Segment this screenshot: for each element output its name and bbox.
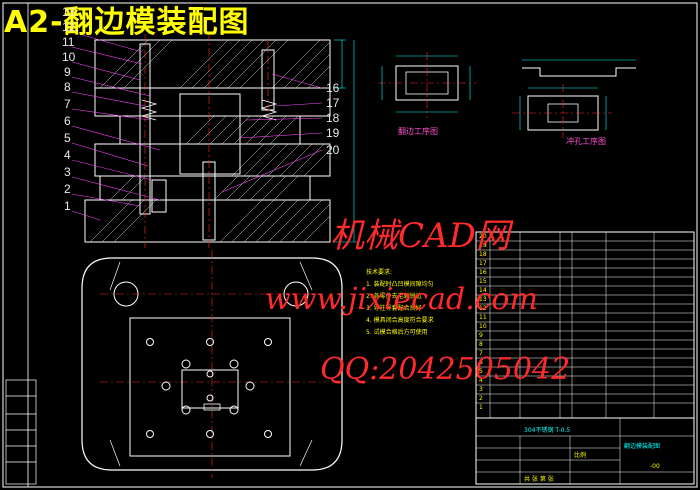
die-plate — [94, 143, 331, 177]
bom-row: 9 — [479, 332, 483, 339]
bom-table — [475, 231, 695, 419]
dowel-pin — [151, 179, 167, 213]
bom-row: 19 — [479, 242, 487, 249]
part-number: 13 — [62, 5, 76, 19]
part-number: 17 — [326, 96, 340, 110]
centerlines — [144, 32, 269, 250]
watermark-qq: QQ:2042505042 — [320, 352, 571, 387]
part-number: 18 — [326, 111, 340, 125]
plan-view — [81, 250, 343, 478]
bom-row: 13 — [479, 296, 487, 303]
part-number: 11 — [62, 35, 75, 49]
upper-die-plate — [94, 39, 331, 89]
plan-centerlines — [100, 250, 326, 478]
spring-left — [140, 99, 158, 121]
bom-row: 15 — [479, 278, 487, 285]
part-number: 3 — [64, 165, 71, 179]
bom-row: 6 — [479, 359, 483, 366]
spring-right — [260, 99, 278, 121]
part-number: 9 — [64, 65, 71, 79]
notes-line: 1. 装配时凸凹模间隙均匀 — [366, 281, 434, 288]
technical-notes: 技术要求: 1. 装配时凸凹模间隙均匀 2. 各零件去毛刺锐边 3. 导柱导套配… — [366, 267, 476, 339]
process-sketches — [378, 52, 636, 138]
notes-heading: 技术要求: — [366, 269, 393, 276]
part-number: 8 — [64, 80, 71, 94]
height-dimensions — [334, 39, 358, 243]
bom-row: 14 — [479, 287, 487, 294]
bom-row: 7 — [479, 350, 483, 357]
die-plate-outline — [129, 317, 291, 457]
drawing-code: -00 — [650, 463, 660, 470]
bom-row: 3 — [479, 386, 483, 393]
part-number: 10 — [62, 50, 76, 64]
left-view-caption: 翻边工序图 — [398, 127, 438, 136]
flanging-punch — [179, 93, 241, 175]
notes-line: 2. 各零件去毛刺锐边 — [366, 293, 422, 300]
side-revision-block — [5, 379, 37, 485]
notes-line: 3. 导柱导套配合良好 — [366, 305, 422, 312]
bom-row: 1 — [479, 404, 483, 411]
part-number: 2 — [64, 182, 71, 196]
bom-row: 11 — [479, 314, 487, 321]
drawing-name: 翻边模装配图 — [624, 443, 661, 450]
bom-row: 12 — [479, 305, 487, 312]
material-spec: 304不锈钢 T-0.5 — [524, 427, 571, 434]
part-number: 6 — [64, 114, 71, 128]
section-view — [71, 31, 358, 250]
bom-row: 2 — [479, 395, 483, 402]
part-number: 19 — [326, 126, 340, 140]
bom-row: 4 — [479, 377, 483, 384]
bom-row: 16 — [479, 269, 487, 276]
title-block — [475, 417, 695, 485]
sheet-label: 共 张 第 张 — [524, 476, 554, 483]
screw-holes — [146, 338, 272, 438]
punch-holder-plate — [94, 87, 331, 117]
right-view-caption: 冲孔工序图 — [566, 137, 606, 146]
lower-die-base — [84, 199, 331, 243]
part-number: 20 — [326, 143, 340, 157]
part-number: 16 — [326, 81, 340, 95]
hatch-lines — [89, 39, 331, 243]
bom-row: 17 — [479, 260, 487, 267]
drawing-title: A2-翻边模装配图 — [4, 5, 250, 40]
watermark-url: www.jixiecad.com — [265, 282, 538, 317]
part-number: 12 — [62, 20, 76, 34]
bom-row: 8 — [479, 341, 483, 348]
part-number: 1 — [64, 199, 71, 213]
lower-base-outline — [81, 257, 343, 471]
leader-lines-right — [221, 73, 323, 193]
watermark-site-name: 机械CAD网 — [330, 216, 510, 256]
leader-lines-left — [71, 31, 161, 221]
notes-line: 5. 试模合格后方可使用 — [366, 329, 428, 336]
part-number: 5 — [64, 131, 71, 145]
bom-row: 18 — [479, 251, 487, 258]
lower-backing-plate — [99, 175, 311, 201]
notes-line: 4. 模具闭合高度符合要求 — [366, 317, 434, 324]
bom-row: 10 — [479, 323, 487, 330]
part-number: 4 — [64, 148, 71, 162]
scale-label: 比例 — [574, 452, 587, 459]
bom-row: 5 — [479, 368, 483, 375]
punch-opening — [181, 369, 239, 409]
bom-row: 20 — [479, 233, 487, 240]
part-number: 7 — [64, 97, 71, 111]
